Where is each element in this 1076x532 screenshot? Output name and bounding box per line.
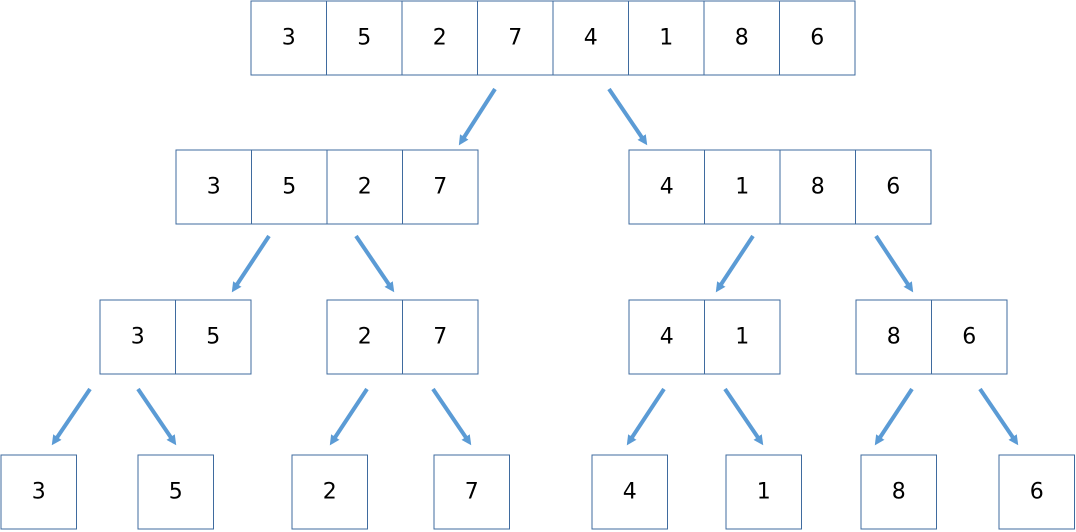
array-cell	[628, 0, 705, 76]
array-cell	[291, 454, 368, 530]
cell-value: 2	[358, 175, 372, 200]
split-arrow	[978, 387, 1019, 446]
array-cell	[251, 149, 328, 225]
array-cell	[175, 299, 252, 375]
level-0: 3 5 2 7 4 1 8 6	[250, 0, 856, 76]
split-arrow	[329, 387, 369, 446]
array-cell	[326, 299, 403, 375]
cell-value: 7	[433, 325, 447, 350]
array-cell	[0, 454, 77, 530]
array-cell	[433, 454, 510, 530]
cell-value: 4	[660, 325, 674, 350]
array-group: 7	[433, 454, 510, 530]
array-cell	[326, 0, 403, 76]
array-cell	[998, 454, 1075, 530]
array-cell	[704, 149, 781, 225]
array-group: 3 5 2 7 4 1 8 6	[250, 0, 856, 76]
cell-value: 8	[811, 175, 825, 200]
cell-value: 6	[962, 325, 976, 350]
cell-value: 3	[282, 26, 296, 51]
cell-value: 4	[623, 480, 637, 505]
cell-value: 6	[886, 175, 900, 200]
cell-value: 8	[892, 480, 906, 505]
cell-value: 1	[735, 325, 749, 350]
cell-value: 8	[887, 325, 901, 350]
cell-value: 6	[1030, 480, 1044, 505]
split-arrow	[231, 234, 271, 293]
split-arrow	[136, 387, 177, 446]
array-cell	[725, 454, 802, 530]
cell-value: 4	[660, 175, 674, 200]
array-cell	[628, 299, 705, 375]
array-cell	[552, 0, 629, 76]
array-group: 3 5 2 7	[175, 149, 479, 225]
cell-value: 6	[810, 26, 824, 51]
array-cell	[401, 0, 478, 76]
split-arrow	[715, 234, 755, 293]
split-arrow	[51, 387, 92, 446]
level-1: 3 5 2 7 4 1 8 6	[175, 149, 932, 225]
array-cell	[931, 299, 1008, 375]
split-arrow	[874, 387, 914, 446]
cell-value: 1	[659, 26, 673, 51]
array-cell	[855, 299, 932, 375]
array-cell	[779, 0, 856, 76]
cell-value: 5	[357, 26, 371, 51]
array-cell	[703, 0, 780, 76]
cell-value: 1	[757, 480, 771, 505]
array-cell	[860, 454, 937, 530]
cell-value: 8	[735, 26, 749, 51]
split-arrow	[431, 387, 472, 446]
cell-value: 3	[207, 175, 221, 200]
cell-value: 2	[433, 26, 447, 51]
cell-value: 1	[735, 175, 749, 200]
cell-value: 3	[32, 480, 46, 505]
array-group: 8	[860, 454, 937, 530]
array-cell	[591, 454, 668, 530]
split-arrow	[354, 234, 395, 293]
array-group: 1	[725, 454, 802, 530]
array-cell	[250, 0, 327, 76]
cell-value: 5	[206, 325, 220, 350]
array-cell	[137, 454, 214, 530]
array-cell	[628, 149, 705, 225]
array-cell	[99, 299, 176, 375]
level-3: 3 5 2 7 4 1 8 6	[0, 454, 1075, 530]
array-group: 5	[137, 454, 214, 530]
cell-value: 7	[508, 26, 522, 51]
split-arrow	[458, 87, 497, 146]
array-group: 4 1 8 6	[628, 149, 932, 225]
arrows-layer	[51, 87, 1019, 446]
array-cell	[402, 149, 479, 225]
split-arrow	[723, 387, 764, 446]
array-group: 4	[591, 454, 668, 530]
cell-value: 4	[584, 26, 598, 51]
array-cell	[855, 149, 932, 225]
array-group: 3	[0, 454, 77, 530]
split-arrow	[607, 87, 648, 146]
split-arrow	[626, 387, 666, 446]
cell-value: 2	[358, 325, 372, 350]
cell-value: 5	[282, 175, 296, 200]
array-cell	[402, 299, 479, 375]
cell-value: 3	[131, 325, 145, 350]
cell-value: 2	[323, 480, 337, 505]
cell-value: 7	[433, 175, 447, 200]
array-cell	[704, 299, 781, 375]
array-cell	[477, 0, 554, 76]
cell-value: 7	[465, 480, 479, 505]
split-arrow	[874, 234, 914, 293]
cell-value: 5	[169, 480, 183, 505]
array-group: 6	[998, 454, 1075, 530]
array-cell	[175, 149, 252, 225]
array-group: 2	[291, 454, 368, 530]
